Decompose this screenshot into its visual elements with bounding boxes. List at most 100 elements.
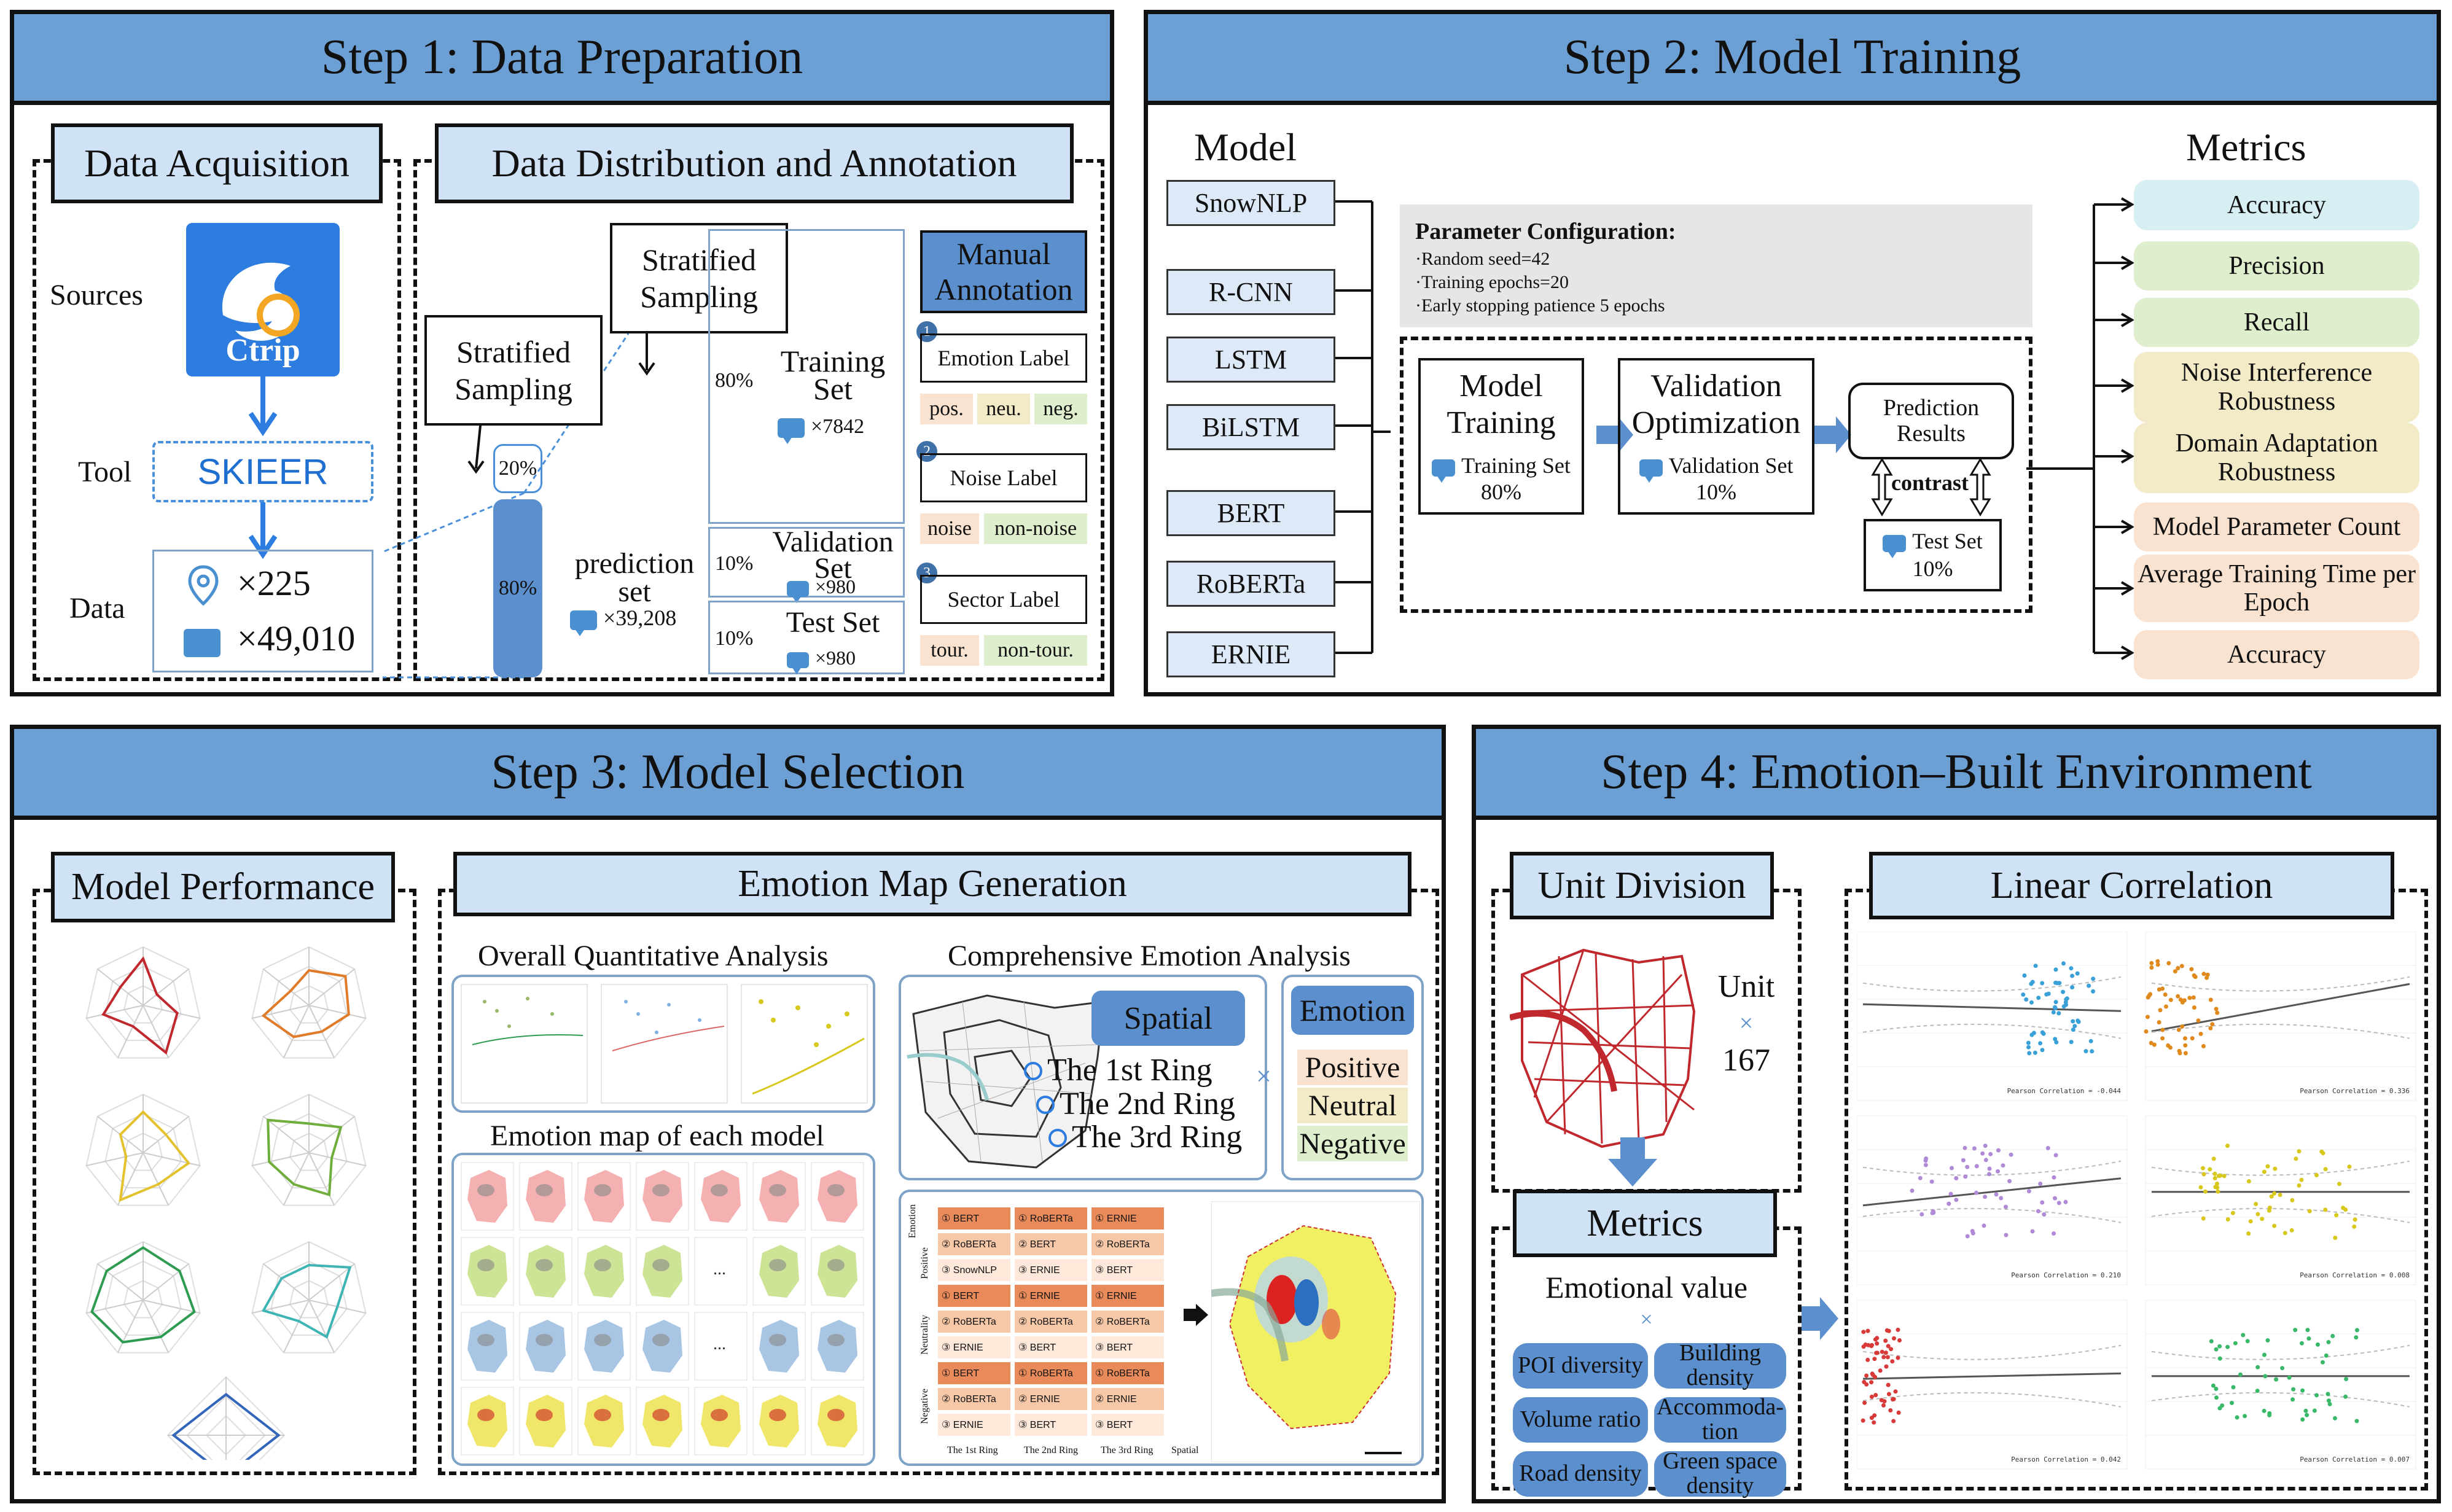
model-map-3-2 bbox=[577, 1387, 631, 1455]
rank-cell-4-0: ② RoBERTa bbox=[938, 1311, 1010, 1333]
radar-chart-5 bbox=[251, 1241, 367, 1354]
model-map-3-0 bbox=[461, 1387, 514, 1455]
ring-3-text: The 3rd Ring bbox=[1072, 1120, 1243, 1155]
param-epochs: ·Training epochs=20 bbox=[1415, 272, 1569, 292]
metric-4: Domain Adaptation Robustness bbox=[2134, 423, 2419, 493]
model-map-0-2 bbox=[577, 1162, 631, 1231]
model-header: Model bbox=[1194, 125, 1297, 169]
model-map-0-6 bbox=[811, 1162, 864, 1231]
step3-title: Step 3: Model Selection bbox=[14, 729, 1442, 820]
metrics-header: Metrics bbox=[2186, 125, 2306, 169]
table-col-2: The 2nd Ring bbox=[1024, 1445, 1078, 1455]
rank-cell-0-1: ① RoBERTa bbox=[1015, 1207, 1087, 1229]
prediction-results-box: Prediction Results bbox=[1848, 383, 2014, 459]
model-bert: BERT bbox=[1166, 490, 1335, 536]
unit-map bbox=[1510, 948, 1696, 1148]
dolphin-icon bbox=[222, 262, 300, 341]
pct-80-label: 80% bbox=[715, 369, 754, 392]
pill-4: Road density bbox=[1513, 1451, 1648, 1497]
noise-label-group: 2 Noise Label noise non-noise bbox=[916, 441, 1087, 545]
rank-cell-4-1: ② RoBERTa bbox=[1015, 1311, 1087, 1333]
validation-set-text: Validation Set bbox=[1668, 453, 1794, 478]
ev-times: × bbox=[1640, 1307, 1653, 1331]
stratified-sampling-2: Stratified Sampling bbox=[610, 223, 788, 333]
step2-panel: Step 2: Model Training Model Metrics bbox=[1144, 10, 2441, 696]
pct-10a-label: 10% bbox=[715, 552, 754, 575]
radar-chart-2 bbox=[85, 1093, 201, 1206]
radar-chart-3 bbox=[251, 1093, 367, 1206]
model-map-2-2 bbox=[577, 1312, 631, 1381]
pearson-label-3: Pearson Correlation = 0.008 bbox=[2300, 1271, 2410, 1279]
metric-3: Noise Interference Robustness bbox=[2134, 352, 2419, 423]
sources-label: Sources bbox=[50, 279, 143, 311]
scatter-plot-3: Pearson Correlation = 0.008 bbox=[2145, 1115, 2416, 1285]
pearson-label-1: Pearson Correlation = 0.336 bbox=[2300, 1087, 2410, 1095]
unit-times: × bbox=[1739, 1009, 1754, 1037]
training-set-label: Training Set bbox=[780, 344, 886, 406]
pearson-label-2: Pearson Correlation = 0.210 bbox=[2011, 1271, 2121, 1279]
pill-1: Building density bbox=[1654, 1341, 1786, 1390]
unit-division-title: Unit Division bbox=[1510, 852, 1774, 919]
metric-7: Accuracy bbox=[2134, 630, 2419, 679]
rank-cell-1-1: ② BERT bbox=[1015, 1233, 1087, 1255]
model-map-3-3 bbox=[636, 1387, 689, 1455]
model-map-0-3 bbox=[636, 1162, 689, 1231]
chip-neg: neg. bbox=[1034, 394, 1087, 424]
overall-analysis-box bbox=[451, 975, 875, 1113]
chip-tour: tour. bbox=[920, 635, 979, 666]
step4-panel: Step 4: Emotion–Built Environment Unit D… bbox=[1472, 725, 2441, 1503]
comprehensive-label: Comprehensive Emotion Analysis bbox=[948, 940, 1351, 972]
metric-5: Model Parameter Count bbox=[2134, 502, 2419, 551]
ring-2: The 2nd Ring bbox=[1036, 1087, 1242, 1121]
rank-cell-1-0: ② RoBERTa bbox=[938, 1233, 1010, 1255]
pct-20-box: 20% bbox=[493, 444, 542, 493]
scatter-plot-0: Pearson Correlation = -0.044 bbox=[1857, 932, 2128, 1101]
tool-label: Tool bbox=[78, 456, 132, 488]
pill-5: Green space density bbox=[1654, 1449, 1786, 1498]
training-count-text: ×7842 bbox=[811, 415, 865, 438]
arrow-down-icon bbox=[248, 376, 278, 437]
metrics-title: Metrics bbox=[1513, 1190, 1777, 1257]
step2-connectors bbox=[1335, 197, 2134, 660]
rank-cell-1-2: ② RoBERTa bbox=[1091, 1233, 1164, 1255]
validation-chat-icon-2 bbox=[1639, 459, 1663, 483]
emotion-map-grid: ...... bbox=[461, 1162, 864, 1455]
spatial-label: Spatial bbox=[1091, 991, 1245, 1046]
data-label: Data bbox=[69, 592, 125, 625]
acquisition-title: Data Acquisition bbox=[51, 123, 383, 203]
arrow-right-icon bbox=[1184, 1304, 1208, 1326]
scatter-plot-4: Pearson Correlation = 0.042 bbox=[1857, 1300, 2128, 1470]
test-set-label: Test Set bbox=[786, 606, 880, 639]
emotion-map-grid-box: ...... bbox=[451, 1153, 875, 1466]
rank-cell-5-1: ③ BERT bbox=[1015, 1336, 1087, 1358]
performance-title: Model Performance bbox=[51, 852, 395, 922]
ring-list: The 1st Ring The 2nd Ring The 3rd Ring bbox=[1024, 1053, 1243, 1155]
noise-label-box: Noise Label bbox=[920, 453, 1087, 502]
rank-cell-7-0: ② RoBERTa bbox=[938, 1388, 1010, 1410]
label-number-2: 2 bbox=[916, 441, 937, 462]
pill-3: Accommoda- tion bbox=[1654, 1395, 1786, 1444]
test-chat-icon-2 bbox=[1883, 534, 1907, 558]
scatter-plot-5: Pearson Correlation = 0.007 bbox=[2145, 1300, 2416, 1470]
model-map-1-1 bbox=[519, 1237, 572, 1306]
param-title: Parameter Configuration: bbox=[1415, 219, 1676, 244]
chip-non-noise: non-noise bbox=[984, 513, 1087, 544]
model-map-0-5 bbox=[752, 1162, 806, 1231]
prediction-chat-icon bbox=[570, 610, 597, 636]
sector-label-group: 3 Sector Label tour. non-tour. bbox=[916, 563, 1087, 667]
model-map-0-1 bbox=[519, 1162, 572, 1231]
model-map-2-6 bbox=[811, 1312, 864, 1381]
arrow-down-icon-2 bbox=[248, 502, 278, 559]
prediction-set-label: prediction set bbox=[574, 547, 695, 608]
pearson-label-5: Pearson Correlation = 0.007 bbox=[2300, 1455, 2410, 1463]
model-training-label: Model Training bbox=[1447, 368, 1556, 440]
model-map-1-4: ... bbox=[694, 1237, 748, 1306]
metric-0: Accuracy bbox=[2134, 180, 2419, 230]
rank-cell-3-0: ① BERT bbox=[938, 1285, 1010, 1307]
table-col-spatial: Spatial bbox=[1171, 1445, 1199, 1455]
training-set-text: Training Set bbox=[1461, 453, 1571, 478]
distribution-title: Data Distribution and Annotation bbox=[435, 123, 1074, 203]
chip-noise: noise bbox=[920, 513, 979, 544]
model-ernie: ERNIE bbox=[1166, 631, 1335, 677]
